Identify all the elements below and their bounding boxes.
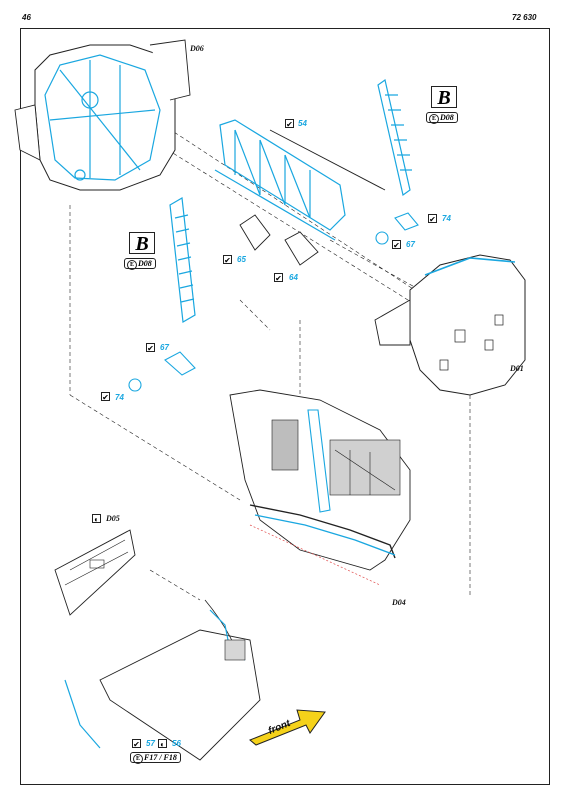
part-mark-icon: ◐	[158, 739, 167, 749]
etch-mark-icon: E	[127, 260, 137, 270]
step-56: 56	[172, 739, 181, 748]
part-label-d05: D05	[106, 514, 120, 523]
frame-assembly-54	[214, 119, 346, 241]
guide-line	[69, 394, 241, 501]
check-icon: ✔	[146, 343, 155, 353]
bulkhead-d06	[14, 39, 191, 191]
ref-f17-f18-label: F17 / F18	[144, 753, 177, 762]
check-icon: ✔	[101, 392, 110, 402]
ref-d08-mid-label: D08	[138, 259, 152, 268]
panel-d05	[54, 529, 136, 616]
badge-b-top: B	[431, 86, 457, 109]
guide-line	[149, 569, 201, 601]
check-icon: ✔	[223, 255, 232, 265]
step-67-left: 67	[160, 343, 169, 352]
bulkhead-d01	[374, 254, 526, 396]
part-label-d01: D01	[510, 364, 524, 373]
fuselage-section	[229, 389, 411, 586]
badge-b-mid: B	[129, 232, 155, 255]
etch-mark-icon: E	[133, 754, 143, 764]
check-icon: ✔	[285, 119, 294, 129]
step-74-top: 74	[442, 214, 451, 223]
part-label-d06: D06	[190, 44, 204, 53]
page-frame	[20, 28, 550, 785]
page-number-right: 72 630	[512, 13, 537, 22]
ref-d08-top-label: D08	[440, 113, 454, 122]
step-74-left: 74	[115, 393, 124, 402]
front-arrow	[249, 709, 326, 746]
guide-line	[329, 239, 421, 291]
part-mark-icon: ◐	[92, 514, 101, 524]
check-icon: ✔	[132, 739, 141, 749]
step-67-top: 67	[406, 240, 415, 249]
part-65	[239, 214, 271, 251]
step-54: 54	[298, 119, 307, 128]
step-64: 64	[289, 273, 298, 282]
floor-section	[64, 599, 261, 761]
step-57: 57	[146, 739, 155, 748]
check-icon: ✔	[274, 273, 283, 283]
part-label-d04: D04	[392, 598, 406, 607]
part-74-right	[375, 212, 419, 245]
ladder-right	[377, 78, 412, 197]
page-number-left: 46	[22, 13, 31, 22]
etch-mark-icon: E	[429, 114, 439, 124]
step-65: 65	[237, 255, 246, 264]
check-icon: ✔	[428, 214, 437, 224]
part-64	[284, 231, 319, 266]
part-67-left	[128, 351, 196, 392]
check-icon: ✔	[392, 240, 401, 250]
rod-part	[269, 129, 386, 191]
guide-line	[239, 299, 271, 331]
ladder-left	[169, 197, 196, 323]
